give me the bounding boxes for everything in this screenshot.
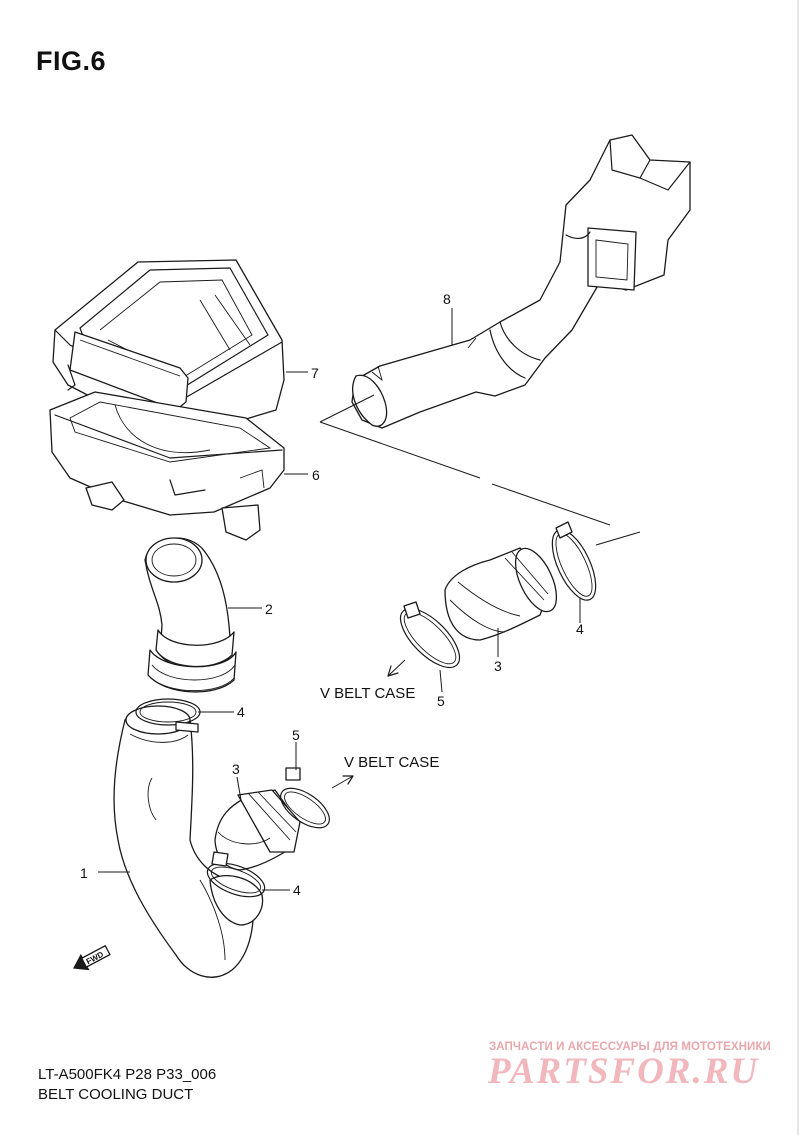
part-4-clamp-upper-right bbox=[551, 521, 597, 601]
leader-5-upper bbox=[439, 669, 443, 693]
figure-name: BELT COOLING DUCT bbox=[38, 1086, 194, 1103]
callout-5-lower: 5 bbox=[292, 727, 300, 743]
leader-3-lower bbox=[236, 776, 242, 801]
label-v-belt-case-upper: V BELT CASE bbox=[320, 685, 415, 702]
callout-labels: 7 6 8 2 4 1 3 5 4 3 4 5 bbox=[80, 291, 584, 898]
callout-1: 1 bbox=[80, 865, 88, 881]
watermark-subtitle: ЗАПЧАСТИ И АКСЕССУАРЫ ДЛЯ МОТОТЕХНИКИ bbox=[489, 1041, 771, 1053]
arrow-to-belt-case-upper bbox=[387, 659, 406, 677]
part-3-boot-lower bbox=[214, 789, 301, 871]
fwd-arrow-badge: FWD bbox=[72, 944, 111, 971]
callout-3-upper: 3 bbox=[494, 658, 502, 674]
watermark-logo: PARTSFOR.RU bbox=[488, 1051, 760, 1092]
figure-title: FIG.6 bbox=[36, 46, 107, 76]
arrow-to-belt-case-lower bbox=[331, 775, 354, 789]
callout-8: 8 bbox=[443, 291, 451, 307]
part-5-clamp-lower bbox=[280, 767, 330, 829]
callout-5-upper: 5 bbox=[437, 693, 445, 709]
callout-4-lower: 4 bbox=[293, 882, 301, 898]
callout-4-mid: 4 bbox=[237, 704, 245, 720]
part-5-clamp-upper bbox=[399, 601, 461, 669]
part-2-elbow bbox=[144, 537, 237, 693]
assembly-lines bbox=[319, 394, 641, 546]
part-8-intake-duct bbox=[351, 134, 691, 429]
figure-code: LT-A500FK4 P28 P33_006 bbox=[38, 1066, 217, 1083]
callout-4-upper: 4 bbox=[576, 621, 584, 637]
callout-6: 6 bbox=[312, 467, 320, 483]
part-3-boot-upper bbox=[444, 547, 558, 641]
part-6-case bbox=[49, 391, 285, 541]
callout-3-lower: 3 bbox=[232, 761, 240, 777]
leader-lines bbox=[98, 308, 581, 891]
part-1-main-duct bbox=[113, 705, 264, 978]
label-v-belt-case-lower: V BELT CASE bbox=[344, 754, 439, 771]
callout-2: 2 bbox=[265, 601, 273, 617]
callout-7: 7 bbox=[311, 365, 319, 381]
